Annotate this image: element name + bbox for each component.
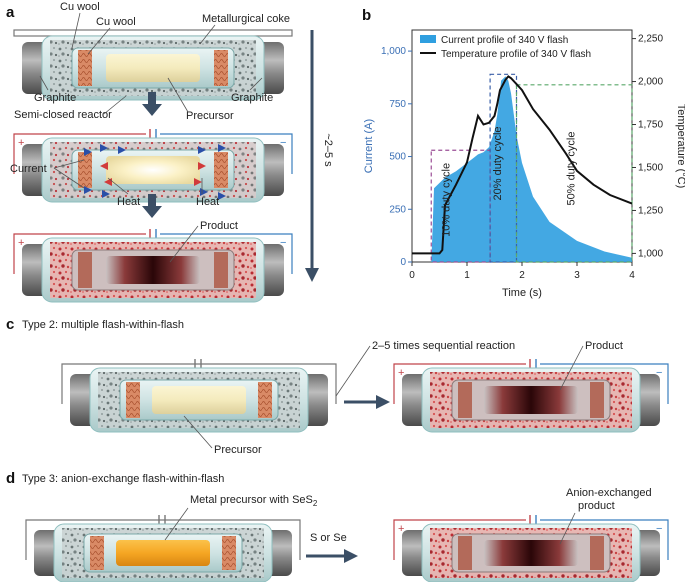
label-coke: Metallurgical coke	[202, 13, 290, 25]
y2-tick-label: 1,500	[638, 162, 663, 173]
down-arrow-2	[142, 194, 162, 218]
label-heat-right: Heat	[196, 196, 219, 208]
label-cu-wool-outer: Cu wool	[60, 1, 100, 13]
reactor-c-after: + −	[393, 359, 669, 433]
down-arrow-1	[142, 92, 162, 116]
minus-c: −	[656, 367, 662, 379]
legend-text-temperature: Temperature profile of 340 V flash	[441, 49, 591, 60]
minus-a3: −	[280, 237, 286, 249]
plus-a2: +	[18, 137, 24, 149]
duty-cycle-box-2	[489, 73, 518, 263]
y2-axis-label: Temperature (°C)	[675, 104, 685, 188]
minus-a2: −	[280, 137, 286, 149]
x-axis-label: Time (s)	[502, 287, 542, 299]
label-product-a: Product	[200, 220, 238, 232]
minus-d: −	[656, 523, 662, 535]
x-tick-label: 4	[629, 270, 635, 281]
seS2-precursor	[116, 540, 210, 566]
temperature-line	[412, 75, 633, 255]
label-time: ~2–5 s	[322, 133, 334, 167]
label-product-c: Product	[585, 340, 623, 352]
duty-label-3: 50% duty cycle	[565, 132, 577, 206]
x-tick-label: 0	[409, 270, 415, 281]
label-metal-precursor: Metal precursor with SeS2	[190, 494, 318, 508]
panel-a-letter: a	[6, 4, 15, 21]
y2-tick-label: 1,250	[638, 205, 663, 216]
label-anion-product-2: product	[578, 500, 615, 512]
chart-b: 10% duty cycle 20% duty cycle 50% duty cyc…	[363, 29, 685, 299]
label-semi-closed: Semi-closed reactor	[14, 109, 112, 121]
label-graphite-right: Graphite	[231, 92, 273, 104]
duty-label-2: 20% duty cycle	[492, 126, 504, 200]
y-tick-label: 0	[400, 257, 406, 268]
y-tick-label: 250	[389, 204, 406, 215]
panel-c-title: Type 2: multiple flash-within-flash	[22, 319, 184, 331]
label-sequential: 2–5 times sequential reaction	[372, 340, 515, 352]
duty-cycle-box-3	[515, 84, 633, 263]
panel-c-letter: c	[6, 316, 14, 333]
x-tick-label: 2	[519, 270, 525, 281]
label-precursor: Precursor	[186, 110, 234, 122]
y2-tick-label: 2,250	[638, 34, 663, 45]
wire-a1	[13, 29, 293, 37]
y-tick-label: 500	[389, 152, 406, 163]
reactor-a1	[13, 29, 293, 101]
label-current: Current	[10, 163, 47, 175]
label-cu-wool-inner: Cu wool	[96, 16, 136, 28]
y2-tick-label: 1,000	[638, 248, 663, 259]
x-tick-label: 3	[574, 270, 580, 281]
reactor-a3: + −	[13, 229, 293, 303]
reactor-d-before	[25, 515, 301, 583]
panel-d-title: Type 3: anion-exchange flash-within-flas…	[22, 473, 224, 485]
cu-wool-left	[78, 50, 92, 86]
precursor-sample	[106, 54, 200, 82]
reactor-d-after: + −	[393, 515, 669, 583]
panel-d-letter: d	[6, 470, 15, 487]
y-tick-label: 750	[389, 99, 406, 110]
panel-b-letter: b	[362, 7, 371, 24]
label-anion-product-1: Anion-exchanged	[566, 487, 652, 499]
positive-wire-a2	[13, 133, 146, 174]
reactor-a2: + −	[13, 129, 293, 203]
cu-wool-right	[214, 50, 228, 86]
y2-tick-label: 1,750	[638, 120, 663, 131]
negative-wire-a2	[160, 133, 293, 174]
plus-a3: +	[18, 237, 24, 249]
legend-swatch-current	[420, 35, 436, 43]
y-tick-label: 1,000	[381, 46, 406, 57]
label-heat-left: Heat	[117, 196, 140, 208]
label-graphite-left: Graphite	[34, 92, 76, 104]
precursor-glowing	[106, 156, 200, 184]
y-axis-label: Current (A)	[363, 119, 375, 173]
duty-label-1: 10% duty cycle	[440, 163, 452, 237]
legend-text-current: Current profile of 340 V flash	[441, 35, 568, 46]
plus-c: +	[398, 367, 404, 379]
label-reagent: S or Se	[310, 532, 347, 544]
current-area	[412, 76, 632, 263]
y2-tick-label: 2,000	[638, 77, 663, 88]
reactor-c-before	[61, 359, 337, 433]
label-precursor-c: Precursor	[214, 444, 262, 456]
product-sample	[106, 256, 200, 284]
plus-d: +	[398, 523, 404, 535]
x-tick-label: 1	[464, 270, 470, 281]
